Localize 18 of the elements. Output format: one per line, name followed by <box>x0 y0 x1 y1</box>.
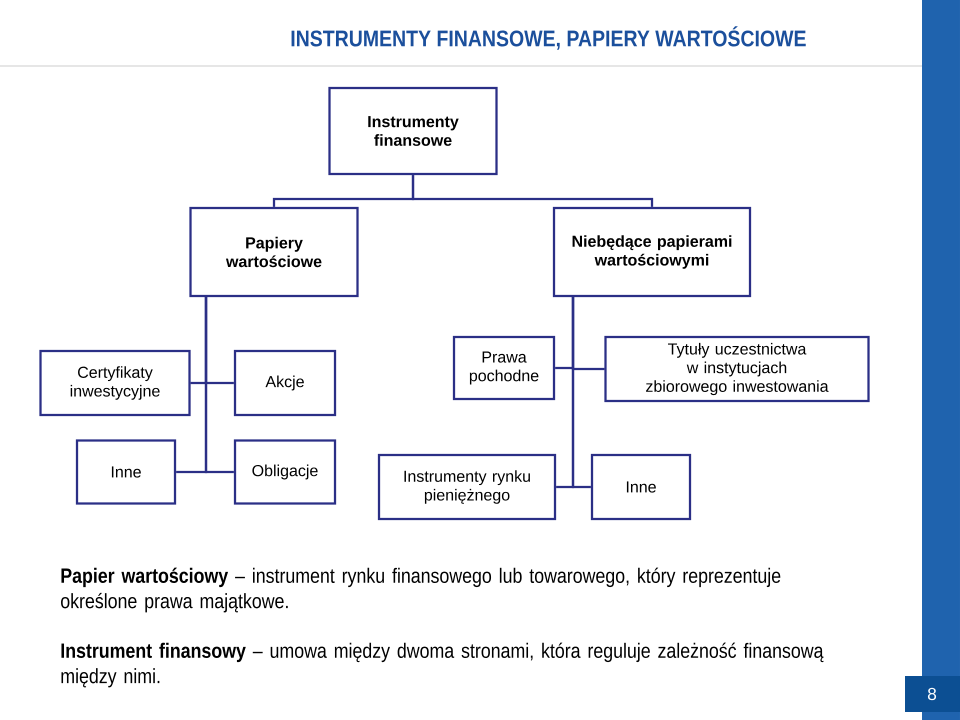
box: Tytuły uczestnictwa w instytucjach zbiorowego inwestowania <box>604 336 870 402</box>
box: Akcje <box>234 350 336 416</box>
connector <box>204 296 234 474</box>
box: Niebędące papierami wartościowymi <box>552 206 752 298</box>
box: Instrumenty rynku pieniężnego <box>378 454 556 520</box>
box: Papiery wartościowe <box>189 206 359 298</box>
definition: Papier wartościowy – instrument rynku finansowego lub towarowego, który reprezentuje określone prawa majątkowe. <box>61 568 780 612</box>
title: INSTRUMENTY FINANSOWE, PAPIERY WARTOŚCIOWE <box>292 26 806 50</box>
box: Inne <box>76 439 176 505</box>
connector <box>412 175 654 207</box>
box: Prawa pochodne <box>452 336 556 400</box>
definition: Instrument finansowy – umowa między dwoma stronami, która reguluje zależność finansową między nimi. <box>61 642 824 688</box>
box: Inne <box>590 454 692 520</box>
box: Obligacje <box>234 439 336 505</box>
box: Instrumenty finansowe <box>328 86 498 176</box>
connector <box>572 296 591 488</box>
box: Certyfikaty inwestycyjne <box>39 350 191 416</box>
page-number: 8 <box>905 676 960 712</box>
